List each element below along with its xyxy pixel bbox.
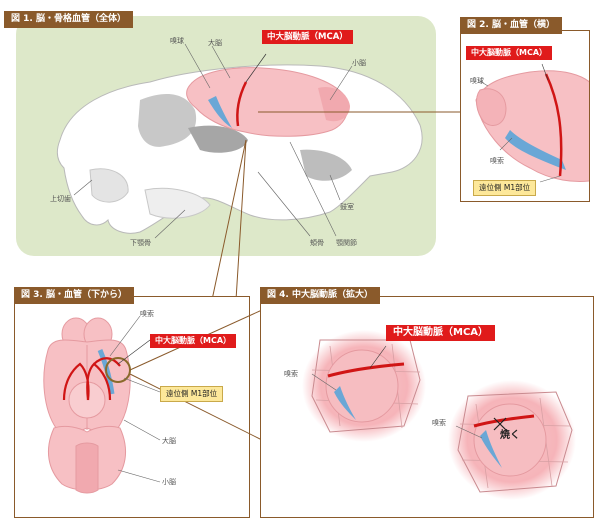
- fig2-m1-tag: 遠位側 M1部位: [473, 180, 537, 196]
- fig4-title: 図 4. 中大脳動脈（拡大）: [260, 287, 380, 304]
- fig3-label-olfactory-tract: 嗅索: [140, 310, 154, 318]
- fig1-label-cerebellum: 小脳: [352, 59, 366, 67]
- fig2-label-olfactory-tract: 嗅索: [490, 157, 504, 165]
- fig1-label-cerebrum: 大脳: [208, 39, 222, 47]
- fig3-title: 図 3. 脳・血管（下から）: [14, 287, 134, 304]
- fig2-title: 図 2. 脳・血管（横）: [460, 17, 562, 34]
- fig4-label-burn: 焼く: [500, 430, 520, 441]
- fig3-label-cerebellum: 小脳: [162, 478, 176, 486]
- fig1-mca-tag: 中大脳動脈（MCA）: [262, 30, 353, 44]
- fig1-label-zygomatic: 頬骨: [310, 239, 324, 247]
- fig1-title: 図 1. 脳・骨格血管（全体）: [4, 11, 133, 28]
- fig1-label-ear: 鼓室: [340, 203, 354, 211]
- fig2-label-olfactory-bulb: 嗅球: [470, 77, 484, 85]
- fig4-label-olfactory-tract-2: 嗅索: [432, 419, 446, 427]
- fig1-label-olfactory-bulb: 嗅球: [170, 37, 184, 45]
- fig4-mca-tag: 中大脳動脈（MCA）: [386, 325, 496, 341]
- fig1-label-temporomandibular: 顎関節: [336, 239, 357, 247]
- fig3-m1-tag: 遠位側 M1部位: [160, 386, 224, 402]
- fig3-label-cerebrum: 大脳: [162, 437, 176, 445]
- fig1-label-upper-incisor: 上切歯: [50, 195, 71, 203]
- fig1-label-mandible: 下顎骨: [130, 239, 151, 247]
- fig4-label-olfactory-tract-1: 嗅索: [284, 370, 298, 378]
- fig2-mca-tag: 中大脳動脈（MCA）: [466, 46, 553, 60]
- fig3-mca-tag: 中大脳動脈（MCA）: [150, 334, 237, 348]
